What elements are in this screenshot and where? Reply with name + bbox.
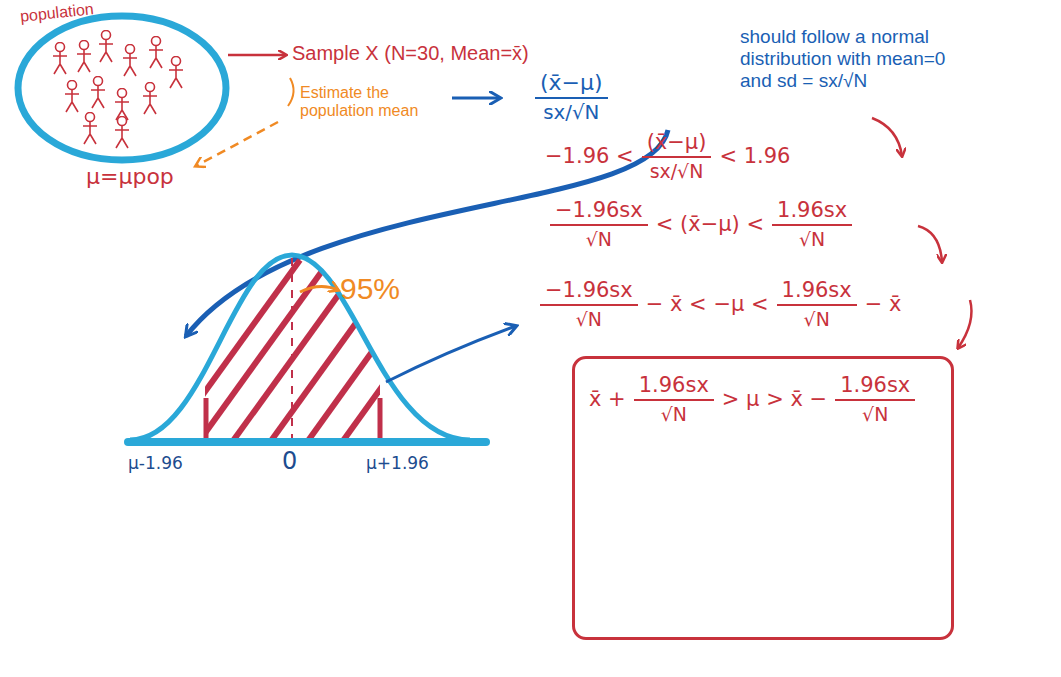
center-line [291,258,293,440]
formula-row: −1.96sx√N− x̄ < −μ <1.96sx√N− x̄ [540,278,901,330]
estimate-arrow [196,122,278,166]
note-label: μ=μpop [86,164,174,189]
people [53,31,183,149]
formula-text: − x̄ [865,292,902,316]
note-label: Sample X (N=30, Mean=x̄) [292,42,529,65]
note-label: Estimate the population mean [300,84,440,121]
statistic-arrow [452,97,500,100]
denominator: √N [656,401,692,425]
numerator: 1.96sx [772,198,852,226]
result-box: x̄ +1.96sx√N> μ > x̄ −1.96sx√N [572,356,954,640]
denominator: sx/√N [645,158,709,182]
fraction: 1.96sx√N [772,198,852,250]
fraction: 1.96sx√N [835,373,915,425]
pct-arrow [300,286,338,292]
step-arrow [872,118,902,156]
estimate-bracket [288,78,294,106]
numerator: −1.96sx [540,278,638,306]
curve-arrow [186,130,668,336]
note-label: 95% [340,272,400,307]
formula-text: x̄ + [589,387,626,411]
numerator: 1.96sx [777,278,857,306]
denominator: sx/√N [538,99,604,124]
formula-text: < (x̄−μ) < [656,212,764,236]
note-label: μ-1.96 [128,454,183,474]
denominator: √N [571,306,607,330]
formula-text: > μ > x̄ − [722,387,827,411]
fraction: −1.96sx√N [540,278,638,330]
fraction: (x̄−μ)sx/√N [642,130,712,182]
hatch [170,260,430,445]
formula-text: − x̄ < −μ < [646,292,769,316]
sample-arrow [228,54,286,57]
derive-arrow [386,326,516,382]
note-label: 0 [282,448,297,476]
bell-curve [130,255,470,440]
numerator: −1.96sx [550,198,648,226]
step-arrow [918,226,942,262]
numerator: (x̄−μ) [642,130,712,158]
numerator: 1.96sx [835,373,915,401]
denominator: √N [581,226,617,250]
note-label: μ+1.96 [366,454,429,474]
numerator: 1.96sx [634,373,714,401]
formula-text: < 1.96 [719,144,790,168]
denominator: √N [794,226,830,250]
population-circle [18,16,226,160]
numerator: (x̄−μ) [535,70,608,99]
denominator: √N [857,401,893,425]
denominator: √N [799,306,835,330]
population-node: population [18,14,228,164]
axis [128,438,486,446]
note-label: should follow a normal distribution with… [740,26,975,92]
formula-row: x̄ +1.96sx√N> μ > x̄ −1.96sx√N [589,373,915,425]
fraction: (x̄−μ)sx/√N [535,70,608,124]
formula-text: −1.96 < [545,144,634,168]
formula-row: −1.96 < (x̄−μ)sx/√N < 1.96 [545,130,790,182]
bound-marks [206,398,380,440]
formula-row: (x̄−μ)sx/√N [535,70,608,124]
step-arrow [958,300,972,348]
fraction: −1.96sx√N [550,198,648,250]
fraction: 1.96sx√N [777,278,857,330]
formula-row: −1.96sx√N< (x̄−μ) <1.96sx√N [550,198,852,250]
fraction: 1.96sx√N [634,373,714,425]
population-label: population [19,0,94,26]
